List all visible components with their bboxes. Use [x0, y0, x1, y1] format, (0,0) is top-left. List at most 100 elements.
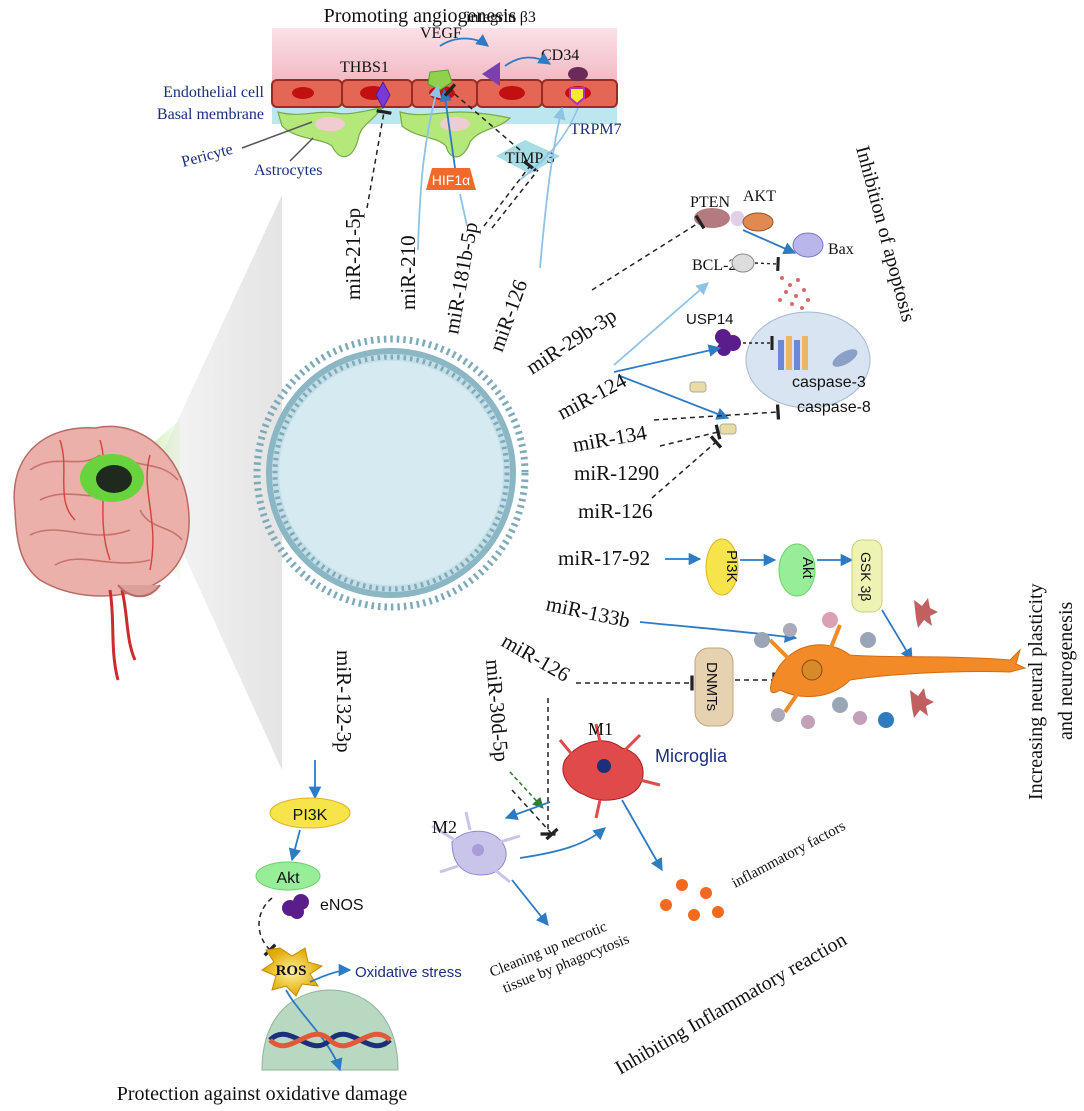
label-endothelial-cell: Endothelial cell: [163, 84, 264, 101]
label-timp3: TIMP 3: [505, 150, 555, 167]
label-pten: PTEN: [690, 194, 730, 211]
enos-shape: [282, 894, 309, 919]
label-pi3k-oxidative: PI3K: [293, 807, 328, 824]
label-thbs1: THBS1: [340, 59, 389, 76]
mirna-mir124: miR-124: [553, 368, 631, 424]
mir30-m2-arrow: [509, 771, 544, 809]
mir21-inhibition-line: [366, 109, 392, 209]
label-caspase-3: caspase-3: [792, 374, 866, 391]
label-caspase-8: caspase-8: [797, 399, 871, 416]
label-gsk3b: GSK 3β: [858, 552, 874, 601]
mirna-mir21-5p: miR-21-5p: [341, 208, 365, 300]
label-pericyte: Pericyte: [180, 141, 235, 171]
dnmts-shape: [694, 647, 734, 727]
apoptosome-icon: [778, 336, 858, 370]
section-title-angiogenesis: Promoting angiogenesis: [324, 5, 517, 27]
label-m2: M2: [432, 817, 457, 837]
label-dnmts: DNMTs: [703, 662, 720, 711]
bax-shape: [792, 232, 824, 258]
proteasome-icons: [689, 381, 737, 435]
hif1a-shape: [426, 168, 476, 190]
mirna-mir210: miR-210: [396, 235, 420, 310]
neuron-illustration: [754, 598, 1027, 729]
label-m1: M1: [588, 719, 613, 739]
hif-vegf-arrow: [439, 88, 456, 169]
section-title-apoptosis: Inhibition of apoptosis: [851, 144, 919, 325]
mir133b-neuron-arrow: [639, 621, 798, 643]
bcl2-shape: [731, 253, 755, 273]
mirna-mir1290: miR-1290: [574, 461, 659, 485]
gsk3b-shape: [851, 539, 883, 613]
section-title-plasticity: Increasing neural plasticity: [1025, 583, 1047, 800]
timp3-shape: [496, 140, 560, 174]
label-inflammatory-factors: inflammatory factors: [729, 818, 848, 891]
usp14-shape: [715, 329, 741, 356]
akt-plasticity-shape: [778, 543, 816, 597]
mirna-mir132-3p: miR-132-3p: [332, 650, 356, 753]
pten-shape: [694, 208, 730, 228]
bcl2-bax-inhibition: [754, 256, 780, 272]
trpm7-icon: [569, 87, 585, 106]
section-title-neurogenesis: and neurogenesis: [1055, 601, 1077, 740]
label-trpm7: TRPM7: [570, 121, 622, 138]
label-oxidative-stress: Oxidative stress: [355, 964, 462, 981]
mitochondria-icon: [742, 212, 774, 232]
mir124-caspase-arrow: [619, 375, 730, 420]
mirna-mir126-angiogenesis: miR-126: [484, 276, 532, 354]
mir126-apoptosis-inhibition: [651, 435, 723, 499]
mirna-mir126-apoptosis: miR-126: [578, 499, 653, 523]
mirna-mir30d-5p: miR-30d-5p: [481, 658, 514, 762]
mirna-mir134: miR-134: [571, 420, 649, 457]
label-astrocytes: Astrocytes: [254, 162, 322, 179]
mir210-activation-arrow: [417, 84, 442, 251]
m2-m1-arrow: [519, 827, 606, 859]
akt-oxidative-shape: [255, 861, 321, 891]
mir124-bcl2-arrow: [613, 282, 709, 366]
mir29-pten-inhibition: [591, 214, 706, 291]
mirna-mir17-92: miR-17-92: [558, 546, 650, 570]
pi3k-akt-oxidative-arrow: [288, 829, 302, 862]
nucleus-dome: [261, 989, 399, 1071]
label-usp14: USP14: [686, 311, 734, 328]
ros-stress-arrow: [309, 963, 352, 983]
mir181-hif-arrow: [459, 193, 468, 227]
thbs1-diamond-icon: [375, 80, 391, 110]
m2-phagocytosis-arrow: [511, 879, 549, 926]
ros-burst-icon: [260, 947, 324, 997]
microglia-m1-cell: [558, 723, 661, 819]
label-microglia: Microglia: [655, 746, 728, 766]
label-basal-membrane: Basal membrane: [157, 106, 264, 123]
dna-strand-2: [268, 1031, 392, 1049]
mirna-mir126-dnmt: miR-126: [498, 629, 575, 687]
projection-cone: [150, 195, 282, 770]
brain-illustration: [13, 425, 190, 681]
cd34-icon: [568, 67, 588, 81]
label-akt-apoptosis: AKT: [743, 188, 776, 205]
enos-ros-inhibition: [258, 897, 277, 957]
mir30-inhibition: [511, 789, 559, 841]
pi3k-plasticity-shape: [705, 538, 739, 596]
mir126-trpm7-line: [519, 107, 579, 181]
label-pi3k-plasticity: PI3K: [723, 550, 740, 583]
section-title-oxidative: Protection against oxidative damage: [117, 1083, 408, 1105]
label-enos: eNOS: [320, 897, 364, 914]
inflammatory-factor-dots: [660, 879, 724, 921]
cytochrome-release-dots: [778, 276, 810, 317]
mirna-mir29b-3p: miR-29b-3p: [522, 303, 621, 379]
integrin-triangle-icon: [482, 62, 500, 86]
m1-m2-arrow: [504, 801, 551, 821]
astrocyte-cells: [277, 107, 512, 158]
integrin-cd34-arrow: [504, 52, 552, 67]
pericyte-pointer: [241, 121, 313, 149]
label-integrin: integrin β3: [466, 9, 536, 26]
ros-dna-arrow: [285, 989, 343, 1072]
mir1290-inhibition: [659, 424, 722, 447]
mirna-mir181b-5p: miR-181b-5p: [439, 220, 482, 336]
pi3k-oxidative-shape: [269, 797, 351, 829]
timp3-vegf-line: [443, 83, 521, 151]
mir181-timp3-line-1: [483, 160, 537, 227]
mir124-usp14-arrow: [613, 344, 722, 373]
akt-bax-arrow: [742, 229, 797, 255]
